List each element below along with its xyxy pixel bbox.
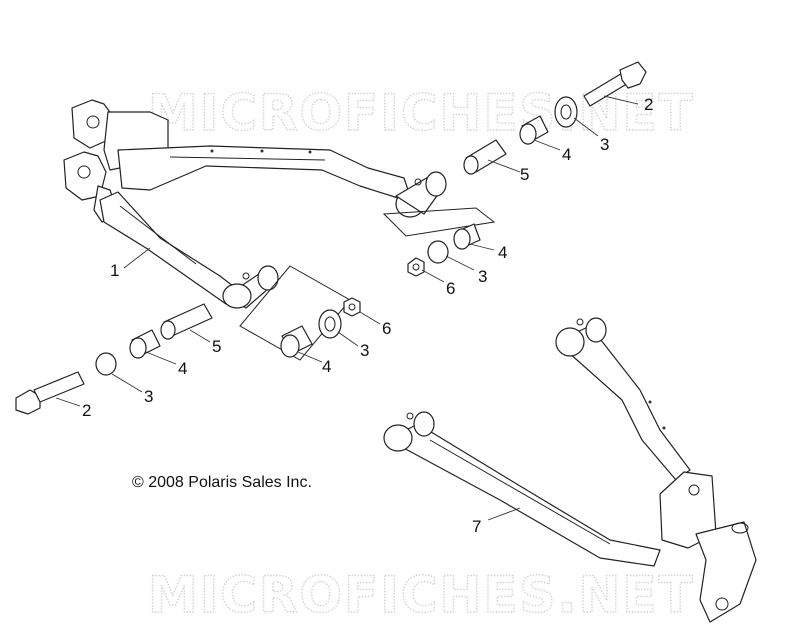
callout-5-lower: 5 (212, 337, 221, 356)
callout-2-lower: 2 (82, 401, 91, 420)
callout-2-upper: 2 (644, 95, 653, 114)
callout-6-lower: 6 (382, 319, 391, 338)
leader-5-lower (189, 329, 211, 343)
callout-7: 7 (472, 517, 481, 536)
leader-7 (487, 507, 521, 521)
callout-1: 1 (110, 261, 119, 280)
callout-5-upper: 5 (520, 165, 529, 184)
leader-4-lower (145, 351, 177, 365)
leader-4-right (297, 351, 323, 363)
leader-3-right (337, 331, 359, 347)
callout-4-lower: 4 (178, 359, 187, 378)
leader-3-upper (573, 117, 599, 137)
leader-6-lower (359, 311, 381, 325)
lower-left-hardware (15, 297, 361, 415)
leader-2-upper (603, 95, 639, 105)
copyright-notice: © 2008 Polaris Sales Inc. (132, 474, 312, 491)
leader-3-lower (111, 373, 143, 393)
leader-5-upper (487, 159, 521, 173)
watermark-bottom: MICROFICHES.NET (148, 566, 695, 624)
callout-3-lower: 3 (144, 387, 153, 406)
callout-3-upper: 3 (600, 135, 609, 154)
callout-3-right: 3 (360, 341, 369, 360)
leader-4-mid (469, 243, 495, 251)
leader-6-upper (421, 269, 445, 283)
callout-4-right: 4 (322, 357, 331, 376)
lower-a-arm (383, 317, 757, 623)
leader-3-mid (445, 255, 475, 271)
leader-2-lower (55, 397, 81, 407)
exploded-plane-upper-right (382, 207, 496, 237)
callout-3-mid: 3 (478, 267, 487, 286)
upper-right-hardware (407, 61, 647, 277)
callout-6-upper: 6 (446, 279, 455, 298)
leader-1 (123, 247, 151, 269)
leader-4-upper (533, 139, 561, 151)
upper-a-arm (63, 99, 447, 309)
callout-4-mid: 4 (498, 243, 507, 262)
callout-4-upper: 4 (562, 145, 571, 164)
